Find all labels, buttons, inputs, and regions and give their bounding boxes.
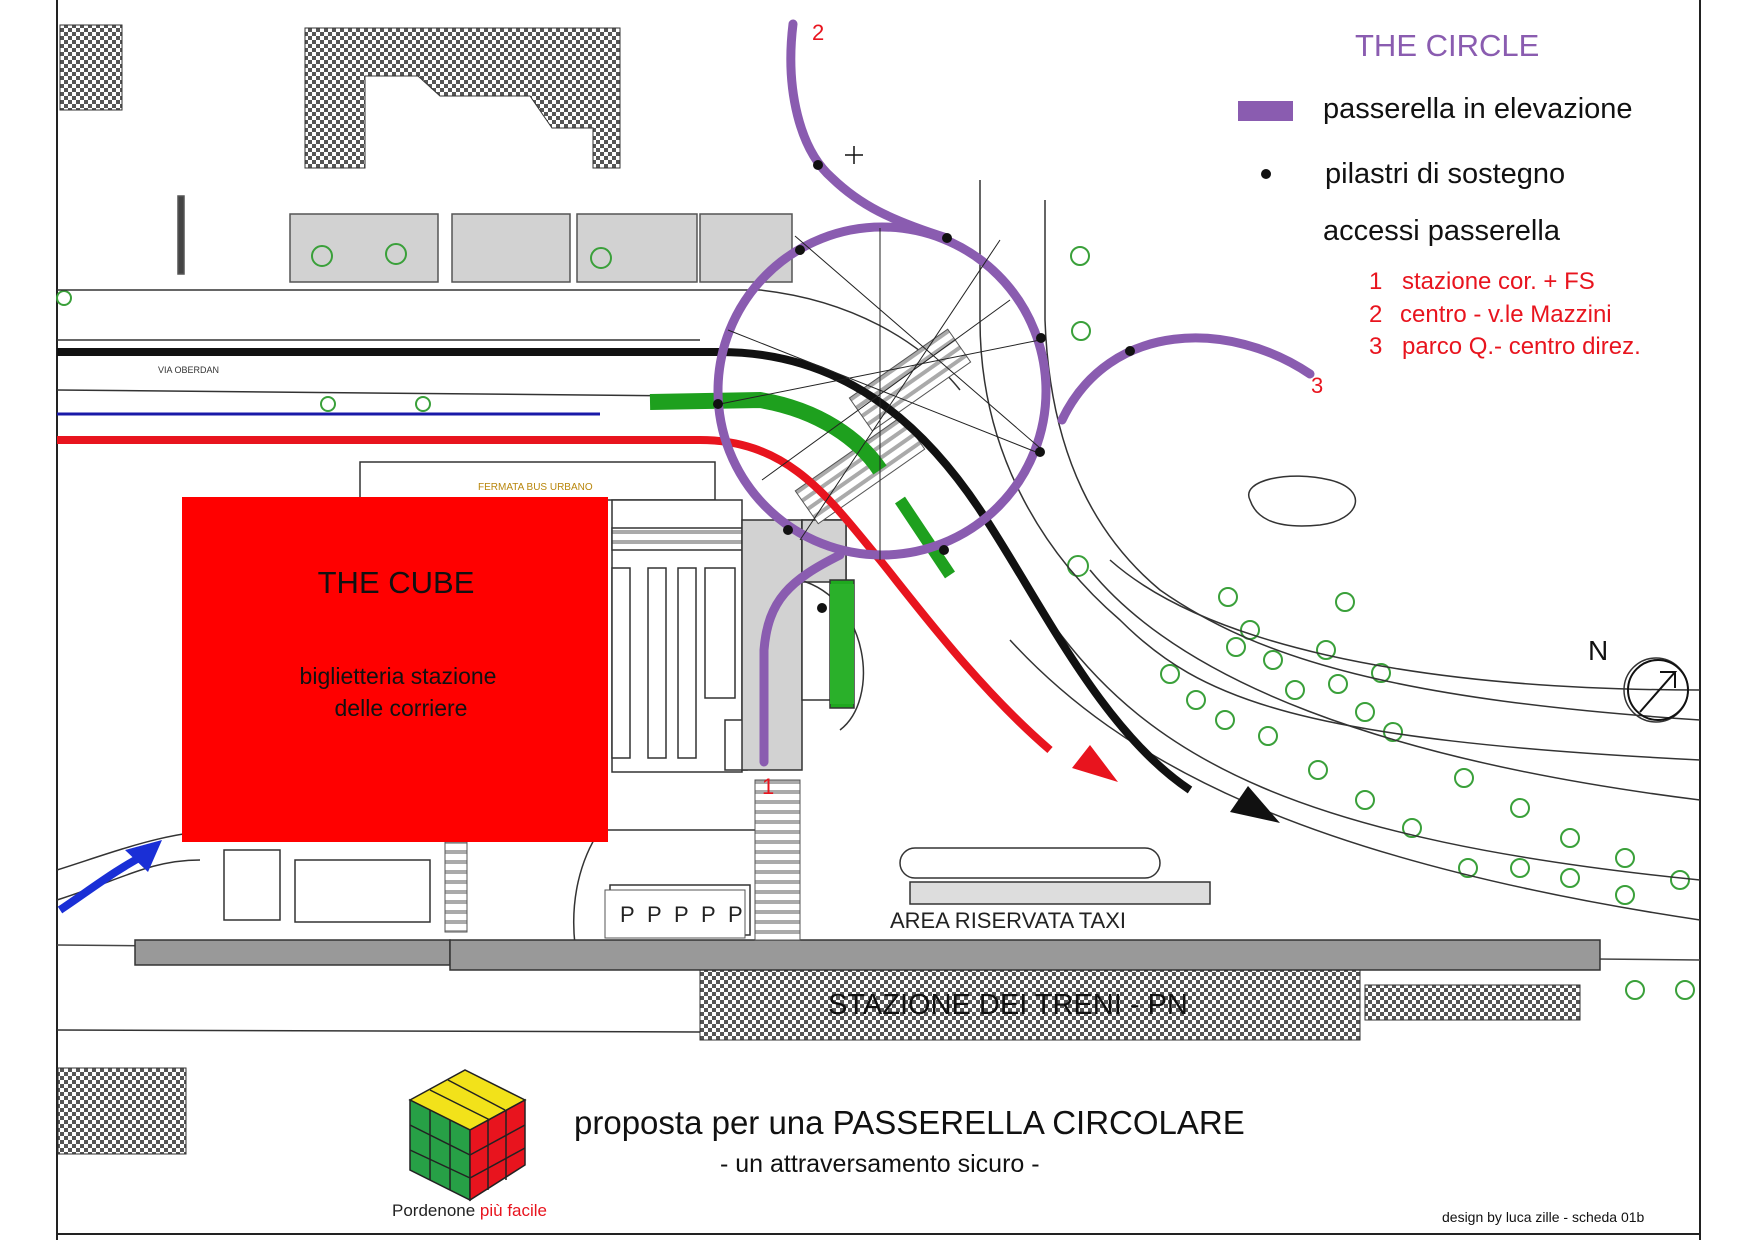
parking-letter: P [620, 902, 635, 927]
legend-access-text-3: parco Q.- centro direz. [1402, 333, 1641, 360]
parking-stalls: P P P P P [604, 889, 746, 939]
rubik-cube-logo [408, 1069, 527, 1202]
north-letter: N [1588, 635, 1608, 666]
bus-stop-label: FERMATA BUS URBANO [478, 482, 593, 493]
parking-letter: P [647, 902, 662, 927]
the-cube-block [182, 497, 608, 842]
access-marker-3: 3 [1311, 373, 1323, 398]
taxi-area-label: AREA RISERVATA TAXI [890, 908, 1126, 933]
legend-access-title: accessi passerella [1323, 215, 1561, 247]
legend-walkway-label: passerella in elevazione [1323, 93, 1633, 125]
cube-title: THE CUBE [318, 565, 475, 600]
street-label: VIA OBERDAN [158, 365, 219, 375]
station-label: STAZIONE DEI TRENI - PN [828, 989, 1188, 1021]
green-medians [649, 391, 955, 704]
direction-arrows [125, 745, 1280, 872]
legend-access-num-2: 2 [1369, 301, 1382, 328]
cube-subtitle-line2: delle corriere [335, 695, 468, 721]
footer-subtitle: - un attraversamento sicuro - [720, 1150, 1040, 1178]
north-arrow-icon [1627, 659, 1689, 721]
credit-text: design by luca zille - scheda 01b [1442, 1209, 1645, 1225]
legend-title: THE CIRCLE [1355, 28, 1539, 63]
circle-walkway [713, 19, 1315, 767]
parking-letter: P [728, 902, 743, 927]
pillar-dots [713, 160, 1135, 613]
hatched-buildings [57, 24, 1581, 1155]
legend-walkway-swatch [1238, 101, 1293, 121]
legend-access-num-1: 1 [1369, 268, 1382, 295]
legend-access-text-1: stazione cor. + FS [1402, 268, 1595, 295]
trees [56, 243, 1695, 1000]
footer-title: proposta per una PASSERELLA CIRCOLARE [574, 1104, 1245, 1141]
legend-access-text-2: centro - v.le Mazzini [1400, 301, 1612, 328]
cube-subtitle-line1: biglietteria stazione [300, 663, 497, 689]
legend-access-num-3: 3 [1369, 333, 1382, 360]
access-marker-1: 1 [762, 774, 774, 799]
parking-letter: P [701, 902, 716, 927]
cross-marker [845, 146, 863, 164]
access-marker-2: 2 [812, 20, 824, 45]
parking-letter: P [674, 902, 689, 927]
logo-text: Pordenone più facile [392, 1201, 547, 1220]
circle-support-lines [719, 228, 1041, 560]
legend-pillars-label: pilastri di sostegno [1325, 158, 1565, 190]
legend-pillar-dot-icon [1261, 169, 1271, 179]
